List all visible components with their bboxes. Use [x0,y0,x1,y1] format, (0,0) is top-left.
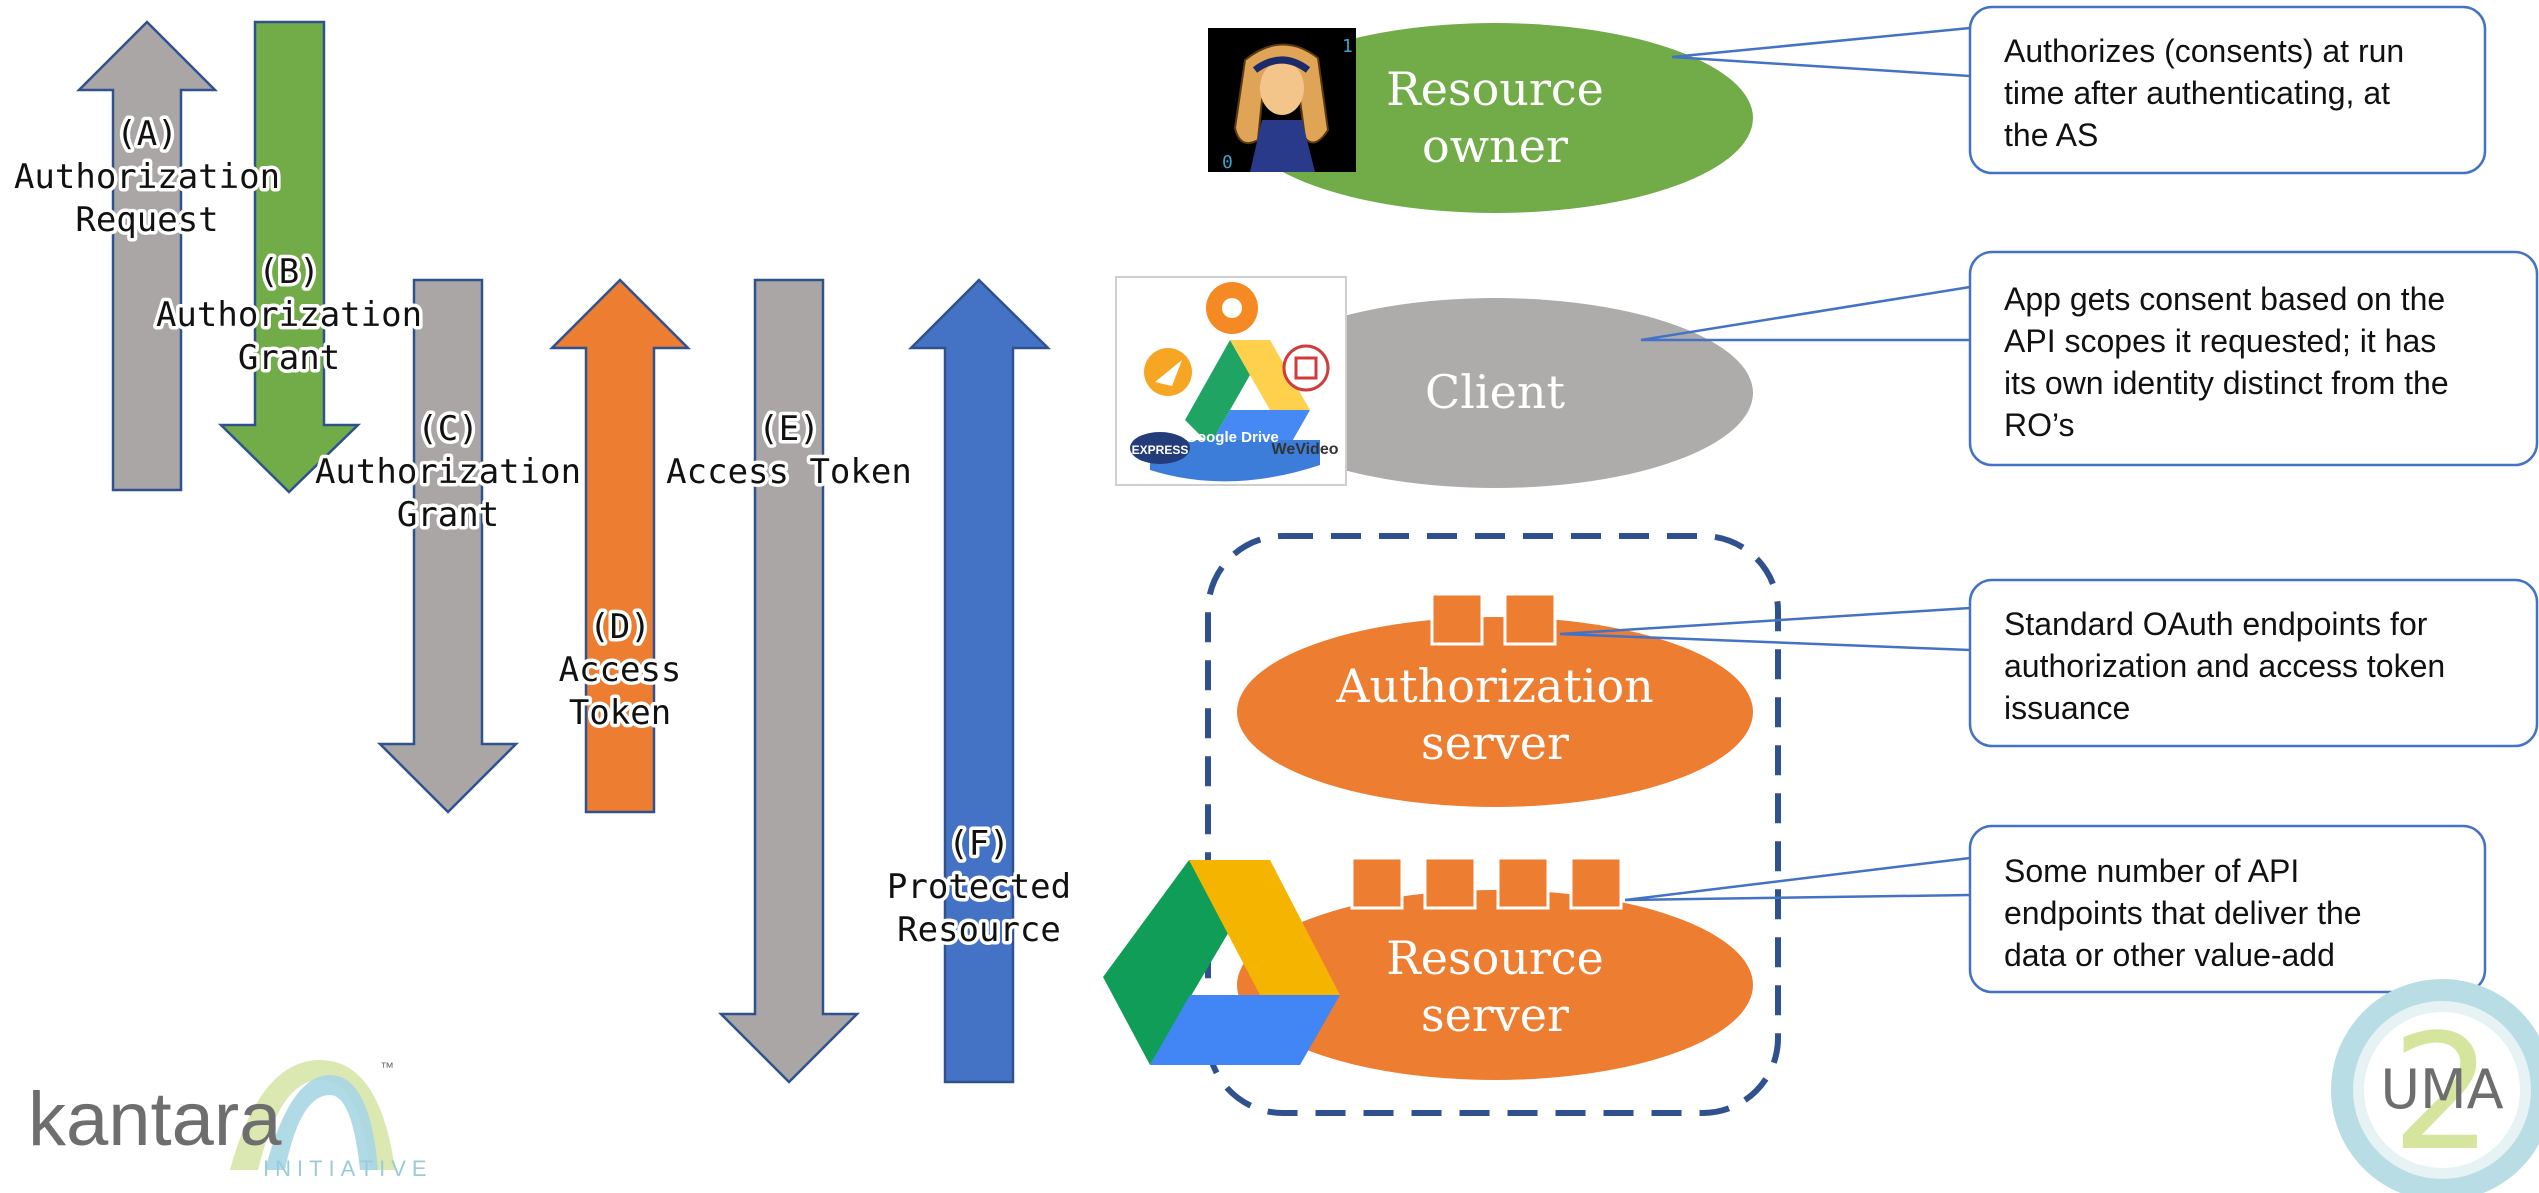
uma2-logo: 2 UMA [2331,979,2539,1193]
client-logo-drive-text: Google Drive [1185,429,1278,446]
client-logo-brand2: WeVideo [1272,441,1339,458]
callout-owner-box [1968,5,2487,175]
arrow-b-letter: (B) [258,252,319,292]
callout-as-pointer [1559,606,1971,652]
callout-rs-text: Some number of API endpoints that delive… [2004,850,2474,976]
callout-owner-pointer [1671,26,1971,78]
authorization-server-label-line2: server [1421,716,1569,770]
arrow-c-label-line2: Grant [397,495,499,535]
callout-as-line: issuance [2004,690,2131,726]
arrow-e-letter: (E) [758,409,819,449]
callout-owner-line: the AS [2004,117,2099,153]
client-logo-brand1: EXPRESS [1132,443,1189,457]
callout-client-box [1968,250,2539,467]
callout-owner-line: time after authenticating, at [2004,75,2390,111]
arrow-d-access-token [548,278,692,814]
callout-rs-line: data or other value-add [2004,937,2335,973]
as-endpoint-1 [1430,592,1484,646]
as-endpoint-2 [1503,592,1557,646]
arrow-a-label-line2: Request [75,200,218,240]
arrow-d-label-line1: Access [559,650,682,690]
rs-endpoint-1 [1350,856,1404,910]
kantara-logo-sub: INITIATIVE [263,1156,433,1181]
arrow-f-label-line1: Protected [887,867,1071,907]
callout-client-line: its own identity distinct from the [2004,365,2449,401]
callout-rs-line: endpoints that deliver the [2004,895,2362,931]
arrow-b-label-line2: Grant [238,338,340,378]
rs-endpoint-2 [1423,856,1477,910]
resource-owner-label-line2: owner [1422,119,1568,173]
callout-client-line: API scopes it requested; it has [2004,323,2437,359]
callout-rs-box [1968,824,2487,994]
callout-as-text: Standard OAuth endpoints for authorizati… [2004,603,2534,729]
callout-as-box [1968,578,2539,748]
resource-server-label-line1: Resource [1386,931,1604,985]
arrow-c-letter: (C) [417,409,478,449]
client-ellipse [1237,298,1753,488]
arrow-e-access-token [717,278,861,1084]
uma2-logo-num: 2 [2391,999,2493,1186]
alice-avatar: 1 0 [1208,28,1356,173]
arrow-f-protected-resource [907,278,1052,1084]
svg-text:1: 1 [1342,36,1353,57]
server-group-dashed-box [1205,533,1781,1116]
callout-as-line: authorization and access token [2004,648,2446,684]
authorization-server-ellipse [1237,617,1753,807]
resource-owner-ellipse [1237,23,1753,213]
arrow-a-authorization-request [75,20,219,492]
svg-text:0: 0 [1222,152,1233,173]
authorization-server-label-line1: Authorization [1335,659,1654,713]
resource-owner-label-line1: Resource [1386,62,1604,116]
kantara-logo-tm: ™ [380,1059,394,1075]
client-apps-logo: Google Drive EXPRESS WeVideo [1115,276,1347,486]
google-drive-icon [1103,860,1340,1065]
resource-server-label-line2: server [1421,988,1569,1042]
arrow-d-label-line2: Token [569,693,671,733]
callout-owner-line: Authorizes (consents) at run [2004,33,2405,69]
callout-as-line: Standard OAuth endpoints for [2004,606,2428,642]
callout-rs-pointer [1624,856,1971,902]
callout-client-pointer [1640,285,1971,342]
arrow-c-authorization-grant [376,278,520,814]
callout-owner-text: Authorizes (consents) at run time after … [2004,30,2474,156]
arrow-b-label-line1: Authorization [156,295,422,335]
kantara-logo: kantara INITIATIVE ™ [28,1059,433,1181]
client-label: Client [1425,365,1565,419]
rs-endpoint-3 [1496,856,1550,910]
resource-server-ellipse [1237,890,1753,1080]
callout-rs-line: Some number of API [2004,853,2300,889]
kantara-logo-name: kantara [28,1077,282,1162]
arrow-a-label-line1: Authorization [14,157,280,197]
callout-client-line: RO’s [2004,407,2075,443]
arrow-f-letter: (F) [948,824,1009,864]
callout-client-text: App gets consent based on the API scopes… [2004,278,2534,446]
arrow-b-authorization-grant [217,20,362,494]
rs-endpoint-4 [1569,856,1623,910]
arrow-e-label-line1: Access Token [666,452,912,492]
arrow-f-label-line2: Resource [897,910,1061,950]
arrow-c-label-line1: Authorization [315,452,581,492]
arrow-d-letter: (D) [589,607,650,647]
uma2-logo-text: UMA [2380,1058,2503,1121]
callout-client-line: App gets consent based on the [2004,281,2446,317]
arrow-a-letter: (A) [116,114,177,154]
